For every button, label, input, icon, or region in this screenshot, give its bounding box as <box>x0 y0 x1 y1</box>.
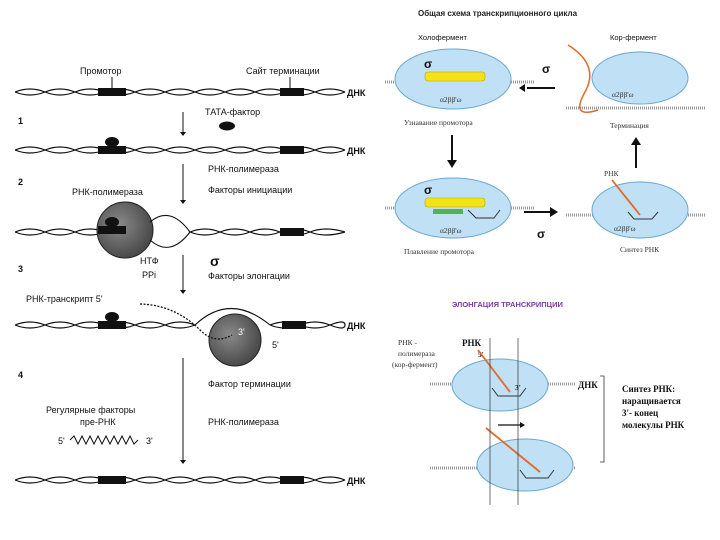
step-number-3: 3 <box>18 264 23 274</box>
pre-rna-three-label: 3' <box>146 436 153 446</box>
melt-sigma: σ <box>424 183 432 197</box>
released-rna <box>567 44 599 113</box>
term-factor-label: Фактор терминации <box>208 379 291 389</box>
elong-bubble-1 <box>451 358 549 412</box>
core-enzyme-label: Кор-фермент <box>610 33 657 42</box>
elong-factors-label: Факторы элонгации <box>208 271 290 281</box>
rnap-core-label-line1: РНК - <box>398 338 417 347</box>
dna-label-1: ДНК <box>347 88 366 98</box>
holo-subunits: α2ββ'ω <box>440 95 462 104</box>
holoenzyme-label: Холофермент <box>418 33 468 42</box>
leaving-sigma: σ <box>537 227 545 241</box>
ntp-label: НТФ <box>140 256 159 266</box>
right-bottom-panel: ЭЛОНГАЦИЯ ТРАНСКРИПЦИИ РНК - полимераза … <box>392 300 685 505</box>
rnap-core-label-line2: полимераза <box>398 349 436 358</box>
rnap-side-label: РНК-полимераза <box>72 187 143 197</box>
melting-caption: Плавление промотора <box>404 247 475 256</box>
right-top-panel: Общая схема транскрипционного цикла Холо… <box>385 9 706 256</box>
dna-helix-1 <box>14 88 346 96</box>
step-number-2: 2 <box>18 177 23 187</box>
rnap-release-label: РНК-полимераза <box>208 417 279 427</box>
termination-site-label: Сайт терминации <box>246 66 320 76</box>
elongation-title: ЭЛОНГАЦИЯ ТРАНСКРИПЦИИ <box>452 300 563 309</box>
promoter-label: Промотор <box>80 66 122 76</box>
note-line-4: молекулы РНК <box>622 420 685 430</box>
three-prime-sphere: 3' <box>238 327 245 337</box>
pre-rna-label: пре-РНК <box>80 417 116 427</box>
pre-rna-five-label: 5' <box>58 436 65 446</box>
termination-caption: Терминация <box>610 121 649 130</box>
core-subunits: α2ββ'ω <box>612 90 634 99</box>
holo-sigma: σ <box>424 57 432 71</box>
dna-helix-2 <box>14 137 346 154</box>
ppi-label: PPi <box>142 270 156 280</box>
rna-label-bottom: РНК <box>462 338 481 348</box>
rnap-sphere-2 <box>208 313 262 367</box>
note-line-2: наращивается <box>622 396 681 406</box>
dna-label-5: ДНК <box>347 476 366 486</box>
init-factors-label: Факторы инициации <box>208 185 292 195</box>
synthesis-caption: Синтез РНК <box>620 245 660 254</box>
cycle-title: Общая схема транскрипционного цикла <box>418 9 578 18</box>
note-line-1: Синтез РНК: <box>622 384 675 394</box>
regulatory-label: Регулярные факторы <box>46 405 135 415</box>
nascent-rna <box>611 179 641 216</box>
five-prime-sphere: 5' <box>272 340 279 350</box>
tata-factor-label: ТАТА-фактор <box>205 107 260 117</box>
step-number-4: 4 <box>18 370 23 380</box>
dna-label-2: ДНК <box>347 146 366 156</box>
melt-subunits: α2ββ'ω <box>440 226 462 235</box>
terminator-block <box>280 88 304 96</box>
free-sigma: σ <box>542 62 550 76</box>
dna-helix-4 <box>14 303 346 367</box>
note-line-3: 3'- конец <box>622 408 659 418</box>
step-number-1: 1 <box>18 116 23 126</box>
pre-rna-wave <box>69 434 139 446</box>
sigma-release-label: σ <box>210 253 220 269</box>
left-panel: Промотор Сайт терминации ДНК 1 ТАТА-факт… <box>14 66 366 486</box>
rnap-incoming-label: РНК-полимераза <box>208 164 279 174</box>
dna-label-4: ДНК <box>347 321 366 331</box>
core-enzyme-shape <box>591 51 689 105</box>
dna-label-elong: ДНК <box>578 380 598 390</box>
dna-helix-3 <box>14 201 346 259</box>
tata-factor-shape <box>219 121 235 131</box>
rnap-core-label-line3: (кор-фермент) <box>392 360 438 369</box>
synth-subunits: α2ββ'ω <box>614 224 636 233</box>
binding-caption: Узнавание промотора <box>404 118 473 127</box>
elong-bubble-2 <box>476 438 574 492</box>
transcript-label: РНК-транскрипт 5' <box>26 294 103 304</box>
promoter-block <box>98 88 126 96</box>
rna-label-top: РНК <box>604 169 620 178</box>
dna-helix-5 <box>14 476 346 484</box>
